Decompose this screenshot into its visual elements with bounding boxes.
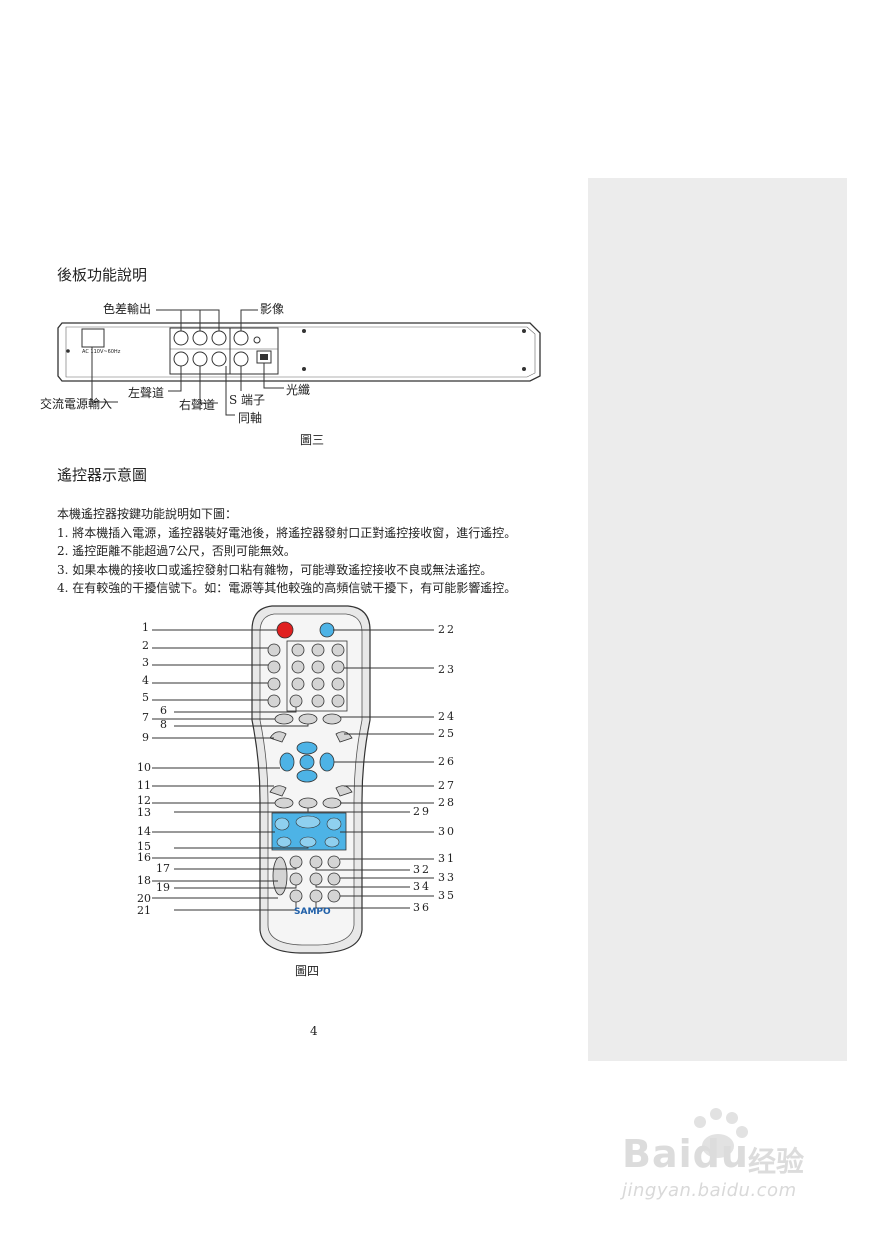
callout-left-number: 11 [137, 779, 151, 792]
callout-left-number: 12 [137, 794, 151, 807]
callout-right-number: 23 [438, 663, 456, 676]
callout-right-number: 29 [413, 805, 431, 818]
figure3-caption: 圖三 [300, 433, 325, 447]
callout-right-number: 32 [413, 863, 431, 876]
intro-line: 1. 將本機插入電源，遙控器裝好電池後，將遙控器發射口正對遙控接收窗，進行遙控。 [57, 525, 517, 540]
page-number: 4 [310, 1024, 318, 1038]
callout-left-number: 20 [137, 892, 151, 905]
label-left-channel: 左聲道 [128, 386, 165, 400]
callout-left-number: 1 [142, 621, 149, 634]
label-video: 影像 [260, 302, 285, 316]
callout-left-number: 15 [137, 840, 151, 853]
callout-right-number: 31 [438, 852, 456, 865]
svg-text:AC 110V~60Hz: AC 110V~60Hz [82, 349, 121, 355]
callout-right-number: 33 [438, 871, 456, 884]
remote-intro-text: 本機遙控器按鍵功能說明如下圖： 1. 將本機插入電源，遙控器裝好電池後，將遙控器… [57, 505, 516, 598]
label-right-channel: 右聲道 [179, 398, 216, 412]
watermark-url: jingyan.baidu.com [622, 1180, 797, 1201]
callout-right-number: 36 [413, 901, 431, 914]
callout-left-number: 17 [156, 862, 170, 875]
callout-right-number: 35 [438, 889, 456, 902]
callout-left-number: 2 [142, 639, 149, 652]
callout-left-number: 21 [137, 904, 151, 917]
intro-line: 2. 遙控距離不能超過7公尺，否則可能無效。 [57, 544, 296, 558]
label-coaxial: 同軸 [238, 411, 263, 425]
callout-right-number: 28 [438, 796, 456, 809]
callout-left-number: 8 [160, 718, 167, 731]
callout-left-number: 4 [142, 674, 149, 687]
label-ac-input: 交流電源輸入 [40, 397, 113, 411]
callout-left-number: 10 [137, 761, 151, 774]
watermark-brand: Baidu [622, 1132, 749, 1176]
callout-left-number: 14 [137, 825, 151, 838]
callout-right-number: 22 [438, 623, 456, 636]
callout-left-number: 13 [137, 806, 151, 819]
callout-left-number: 18 [137, 874, 151, 887]
watermark-cn: 经验 [748, 1145, 805, 1178]
callout-left-number: 16 [137, 851, 151, 864]
intro-line: 3. 如果本機的接收口或遙控發射口粘有雜物，可能導致遙控接收不良或無法遙控。 [57, 562, 493, 577]
section-title-rear-panel: 後板功能說明 [57, 266, 148, 284]
figure4-caption: 圖四 [295, 964, 320, 978]
intro-line: 本機遙控器按鍵功能說明如下圖： [57, 507, 238, 521]
section-title-remote: 遙控器示意圖 [57, 466, 148, 484]
callout-right-number: 24 [438, 710, 456, 723]
callout-left-number: 5 [142, 691, 149, 704]
callout-right-number: 25 [438, 727, 456, 740]
callout-right-number: 34 [413, 880, 431, 893]
callout-left-number: 19 [156, 881, 170, 894]
label-component-out: 色差輸出 [103, 302, 152, 316]
callout-left-number: 7 [142, 711, 149, 724]
callout-right-number: 26 [438, 755, 456, 768]
label-s-video: S 端子 [229, 393, 266, 407]
label-optical: 光纖 [286, 383, 311, 397]
remote-brand-logo: SAMPO [294, 907, 331, 917]
callout-left-number: 6 [160, 704, 167, 717]
intro-line: 4. 在有較強的干擾信號下。如：電源等其他較強的高頻信號干擾下，有可能影響遙控。 [57, 581, 517, 595]
callout-left-number: 9 [142, 731, 149, 744]
callout-left-number: 3 [142, 656, 149, 669]
right-margin-panel [588, 178, 847, 1061]
callout-right-number: 30 [438, 825, 456, 838]
callout-right-number: 27 [438, 779, 456, 792]
